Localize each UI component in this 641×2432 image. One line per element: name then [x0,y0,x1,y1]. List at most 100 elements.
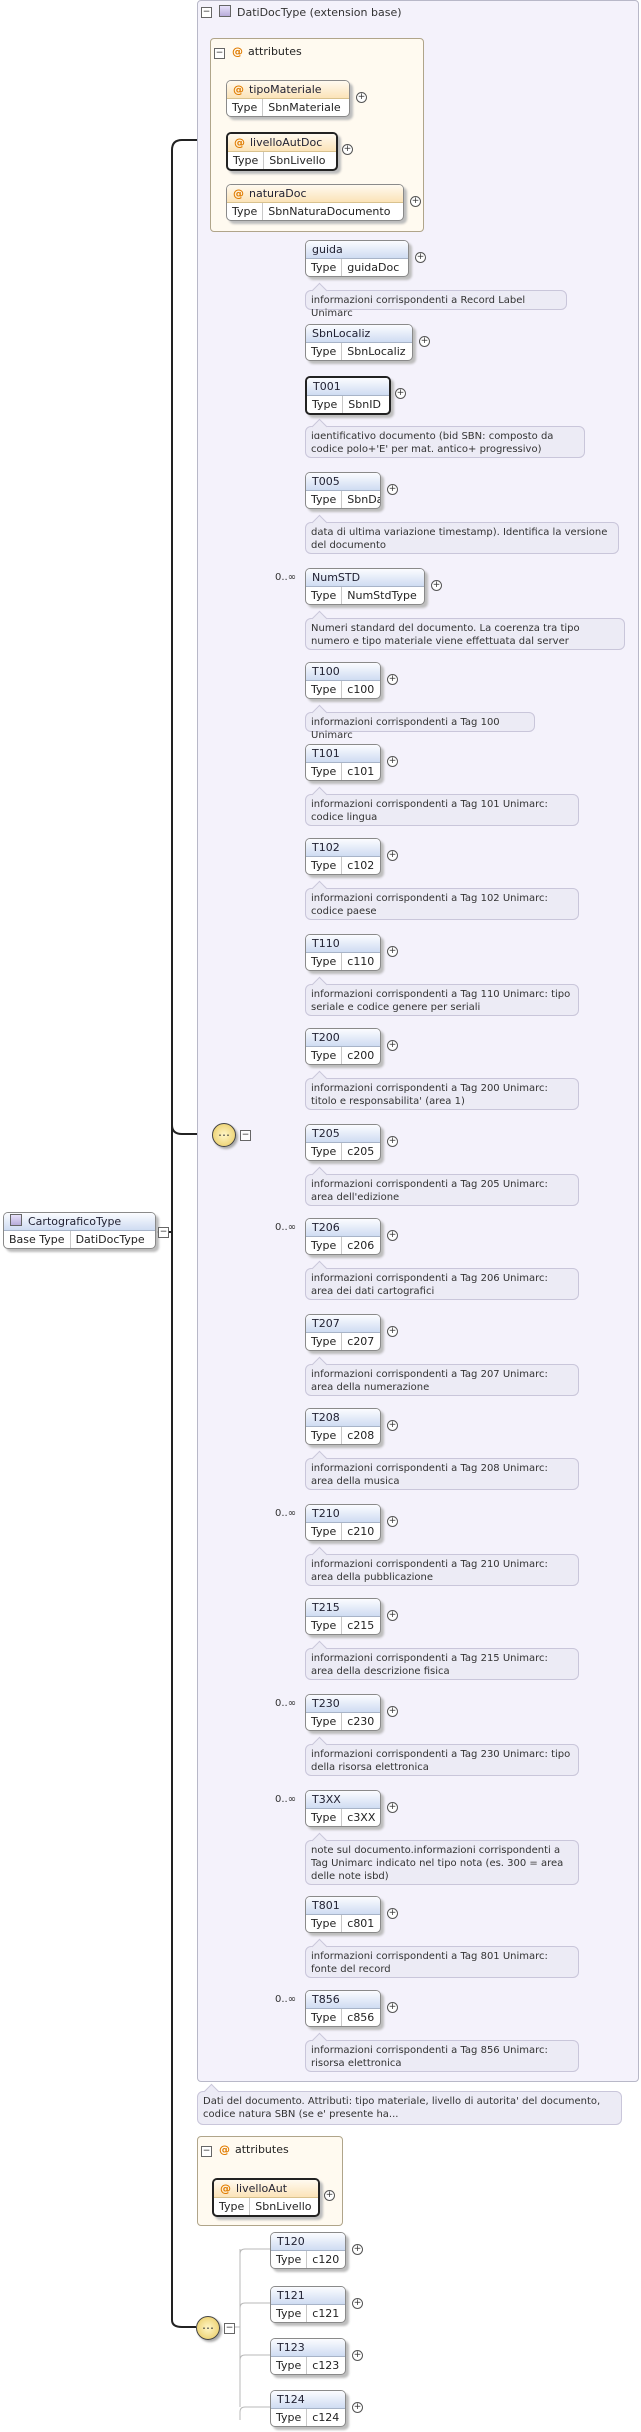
type-key: Type [214,2198,251,2215]
expand-icon[interactable]: + [387,1040,398,1051]
collapse-sequence-icon[interactable]: − [240,1130,251,1141]
element-doc: Numeri standard del documento. La coeren… [305,618,625,650]
type-key: Type [306,1333,343,1350]
expand-icon[interactable]: + [387,946,398,957]
element-T001-label: T001 [313,380,341,393]
element-T102-label: T102 [312,841,340,854]
type-value: SbnLocaliz [347,345,406,358]
expand-icon[interactable]: + [387,674,398,685]
expand-icon[interactable]: + [387,1802,398,1813]
element-doc: informazioni corrispondenti a Tag 801 Un… [305,1946,579,1978]
expand-icon[interactable]: + [342,144,353,155]
expand-icon[interactable]: + [352,2402,363,2413]
collapse-extension-icon[interactable]: − [201,7,212,18]
sequence-icon[interactable]: ⋯ [212,1123,236,1147]
collapse-attributes-icon[interactable]: − [214,48,225,59]
expand-icon[interactable]: + [431,580,442,591]
expand-icon[interactable]: + [352,2350,363,2361]
expand-icon[interactable]: + [352,2244,363,2255]
expand-icon[interactable]: + [410,196,421,207]
expand-icon[interactable]: + [387,1230,398,1241]
expand-icon[interactable]: + [415,252,426,263]
element-T120-label: T120 [277,2235,305,2248]
expand-icon[interactable]: + [387,1706,398,1717]
collapse-root-icon[interactable]: − [158,1227,169,1238]
type-key: Type [306,763,343,780]
expand-icon[interactable]: + [387,1908,398,1919]
sequence-icon-2[interactable]: ⋯ [196,2316,220,2340]
type-key: Type [306,343,343,360]
type-value: c110 [347,955,375,968]
type-key: Type [271,2305,308,2322]
type-key: Type [306,2009,343,2026]
attribute-livelloAutDoc-label: livelloAutDoc [250,136,323,149]
expand-icon[interactable]: + [387,1326,398,1337]
element-doc: informazioni corrispondenti a Tag 100 Un… [305,712,535,741]
element-doc: informazioni corrispondenti a Tag 206 Un… [305,1268,579,1300]
expand-icon[interactable]: + [387,484,398,495]
expand-icon[interactable]: + [356,92,367,103]
expand-icon[interactable]: + [419,336,430,347]
expand-icon[interactable]: + [387,850,398,861]
type-value: c200 [347,1049,375,1062]
complex-type-icon [10,1214,22,1226]
element-T801-label: T801 [312,1899,340,1912]
expand-icon[interactable]: + [352,2298,363,2309]
element-T124-label: T124 [277,2393,305,2406]
expand-icon[interactable]: + [387,2002,398,2013]
occurrence-label: 0..∞ [275,1994,297,2005]
expand-icon[interactable]: + [387,1136,398,1147]
type-value: c123 [312,2359,340,2372]
attribute-tipoMateriale-label: tipoMateriale [249,83,322,96]
type-value: c100 [347,683,375,696]
complex-type-icon [219,5,231,17]
expand-icon[interactable]: + [387,1516,398,1527]
element-T206-label: T206 [312,1221,340,1234]
expand-icon[interactable]: + [387,756,398,767]
type-key: Type [271,2409,308,2426]
expand-icon[interactable]: + [387,1420,398,1431]
collapse-attributes-2-icon[interactable]: − [201,2146,212,2157]
type-value: c230 [347,1715,375,1728]
expand-icon[interactable]: + [324,2190,335,2201]
attribute-icon: @ [233,83,244,96]
type-value: SbnNaturaDocumento [268,205,391,218]
type-value: c210 [347,1525,375,1538]
expand-icon[interactable]: + [387,1610,398,1621]
collapse-sequence-2-icon[interactable]: − [224,2323,235,2334]
expand-icon[interactable]: + [395,388,406,399]
element-T100-label: T100 [312,665,340,678]
element-T005[interactable]: T005TypeSbnDatavar [305,472,381,509]
occurrence-label: 0..∞ [275,1794,297,1805]
type-value: c101 [347,765,375,778]
element-doc: informazioni corrispondenti a Tag 101 Un… [305,794,579,826]
